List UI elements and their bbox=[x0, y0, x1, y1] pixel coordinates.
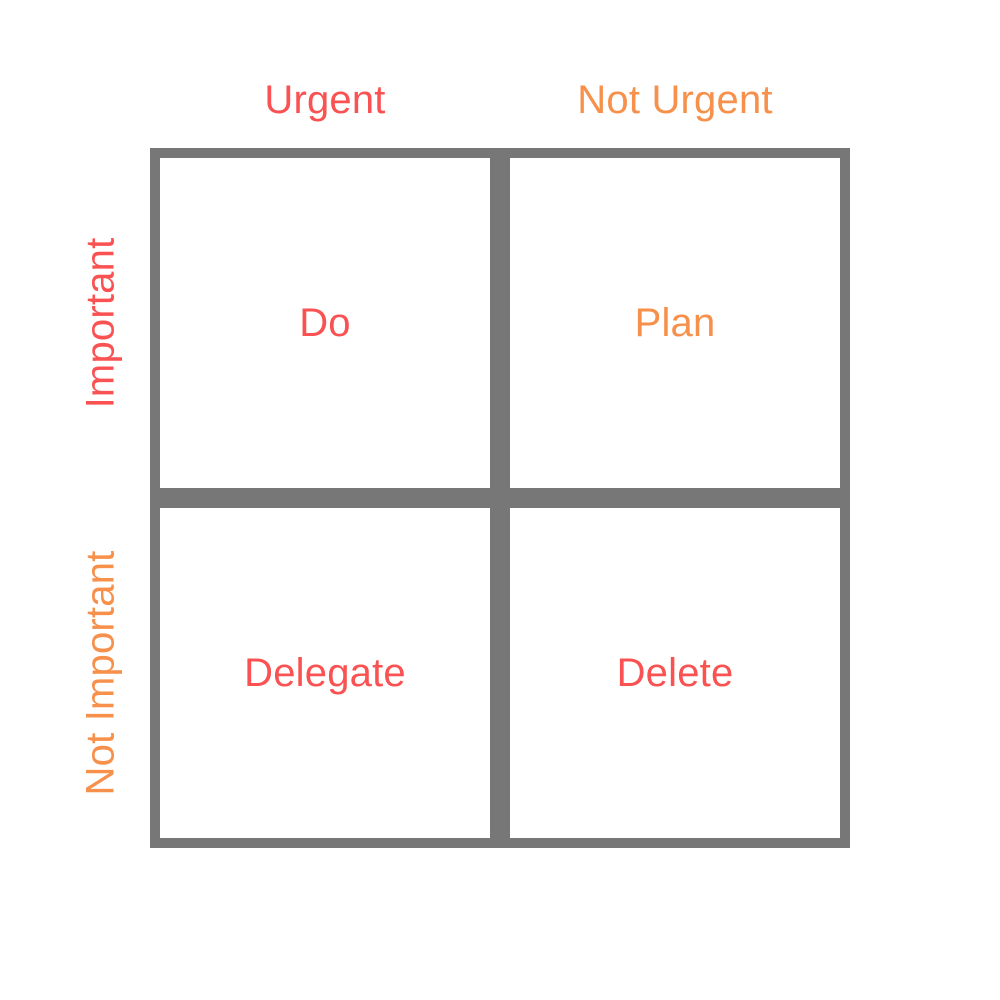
quadrant-delete-label: Delete bbox=[616, 651, 734, 695]
quadrant-do[interactable]: Do bbox=[150, 148, 500, 498]
row-header-not-important: Not Important bbox=[60, 498, 140, 848]
row-header-not-important-label: Not Important bbox=[78, 550, 122, 796]
column-header-not-urgent-label: Not Urgent bbox=[577, 78, 773, 122]
column-header-not-urgent: Not Urgent bbox=[500, 72, 850, 128]
row-header-important-label: Important bbox=[78, 237, 123, 409]
quadrant-plan[interactable]: Plan bbox=[500, 148, 850, 498]
quadrant-delegate[interactable]: Delegate bbox=[150, 498, 500, 848]
quadrant-grid: Do Plan Delegate Delete bbox=[150, 148, 850, 848]
quadrant-plan-label: Plan bbox=[634, 301, 716, 345]
quadrant-do-label: Do bbox=[299, 301, 351, 345]
quadrant-delegate-label: Delegate bbox=[244, 651, 406, 695]
quadrant-delete[interactable]: Delete bbox=[500, 498, 850, 848]
row-header-important: Important bbox=[60, 148, 140, 498]
column-header-urgent-label: Urgent bbox=[264, 78, 386, 122]
column-header-urgent: Urgent bbox=[150, 72, 500, 128]
